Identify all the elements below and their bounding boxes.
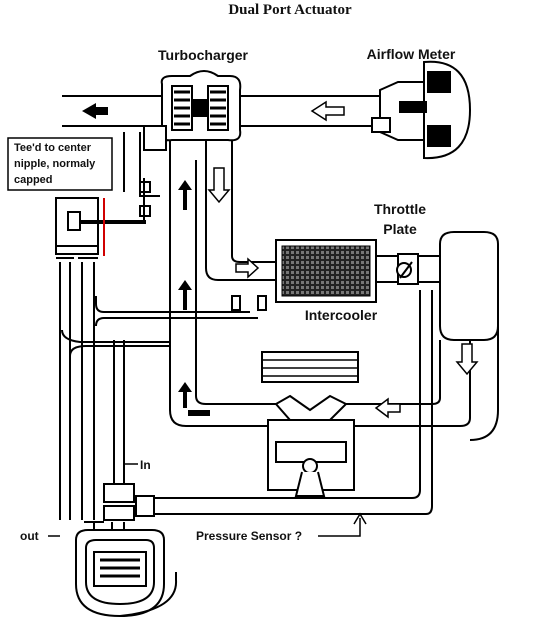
pressure-sensor-line-bottom	[152, 290, 433, 515]
exhaust-up-arrow-2	[178, 280, 192, 310]
note-line3: capped	[14, 174, 53, 186]
note-line2: nipple, normaly	[14, 158, 96, 170]
intercooler-label: Intercooler	[305, 307, 378, 323]
turbocharger-label: Turbocharger	[158, 47, 249, 63]
boost-controller	[75, 483, 178, 618]
pipe-network	[59, 95, 499, 520]
intercooler-in-arrow	[235, 257, 260, 279]
airflow-meter-label: Airflow Meter	[367, 46, 456, 62]
pressure-sensor-label: Pressure Sensor ?	[196, 529, 302, 543]
turbocharger	[143, 70, 242, 151]
intercooler	[275, 239, 377, 303]
pressure-sensor-pointer	[318, 512, 367, 537]
compressor-outlet-pipe-inner	[231, 134, 276, 263]
intercooler-nipples	[231, 295, 267, 311]
compressor-down-arrow	[207, 167, 231, 204]
exhaust-pipe-outer	[169, 134, 290, 427]
in-label: In	[140, 458, 151, 472]
intake-plenum	[439, 231, 499, 341]
exhaust-pipe-inner	[195, 160, 290, 405]
manifold-left-arrow	[374, 397, 401, 419]
exhaust-up-arrow-3	[178, 382, 192, 408]
wastegate-valve	[55, 178, 151, 255]
airflow-meter	[371, 60, 472, 160]
throttle-plate	[396, 253, 419, 285]
exhaust-outlet-arrow	[82, 103, 108, 119]
compressor-outlet-pipe-outer	[205, 134, 276, 281]
plenum-down-arrow	[455, 343, 479, 376]
throttle-label-line2: Plate	[383, 221, 417, 237]
manifold-return-pipe-outer	[344, 340, 471, 427]
flow-arrows	[82, 100, 479, 419]
diagram-title: Dual Port Actuator	[228, 2, 352, 18]
throttle-label-line1: Throttle	[374, 201, 426, 217]
out-label: out	[20, 529, 39, 543]
note-line1: Tee'd to center	[14, 142, 92, 154]
exhaust-up-arrow-1	[178, 180, 192, 210]
pressure-sensor-line-top	[152, 290, 421, 499]
intake-flow-arrow	[310, 100, 345, 122]
engine-cylinder	[261, 351, 359, 497]
note-box: Tee'd to center nipple, normaly capped	[7, 137, 113, 191]
